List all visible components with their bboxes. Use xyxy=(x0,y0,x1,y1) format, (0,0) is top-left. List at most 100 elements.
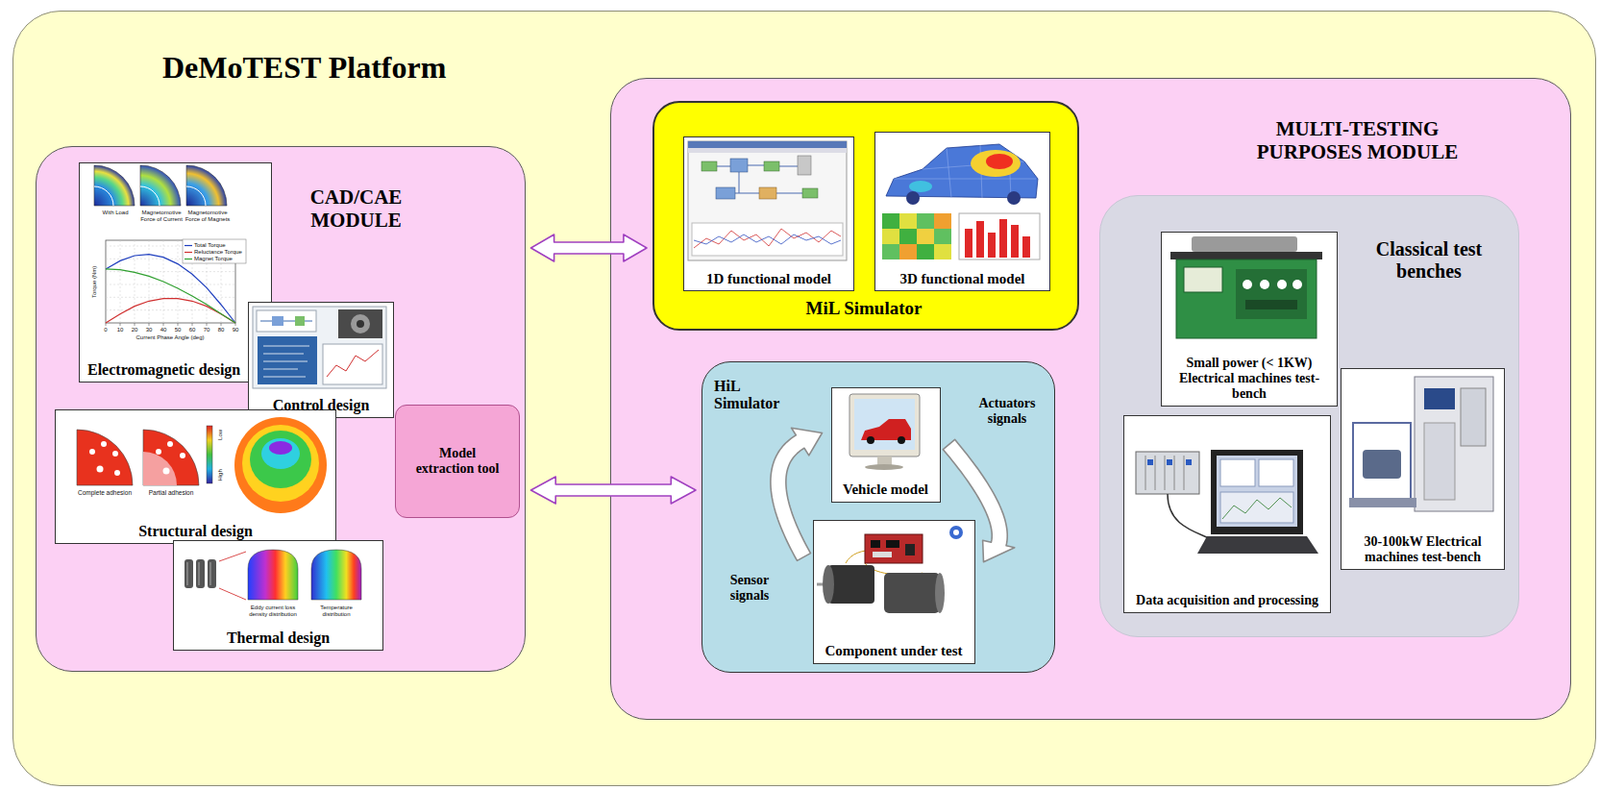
label-box: 0 xyxy=(98,326,114,334)
control-screenshot xyxy=(350,314,370,334)
monitor-figure xyxy=(849,393,920,470)
torque-chart xyxy=(184,251,193,253)
car-simulation-figure xyxy=(976,221,985,258)
data-acquisition-figure xyxy=(1145,455,1184,491)
stress-figure xyxy=(167,441,173,447)
car-simulation-figure xyxy=(1007,191,1021,205)
car-simulation-figure xyxy=(882,228,900,245)
large-test-bench-figure xyxy=(1424,422,1455,500)
label-box: 50 xyxy=(170,326,186,334)
illustration-label: 80 xyxy=(213,326,229,334)
illustration-label: Magnetomotive Force of Current xyxy=(138,209,185,223)
large-test-bench-figure xyxy=(1362,449,1402,479)
control-screenshot xyxy=(252,306,387,389)
illustration-label: 50 xyxy=(170,326,186,334)
label-box: Temperature distribution xyxy=(305,604,368,618)
box-label: Small power (< 1KW) Electrical machines … xyxy=(1161,355,1337,406)
data-acquisition-figure xyxy=(1216,455,1298,527)
component-figure xyxy=(870,540,881,548)
model-screenshot xyxy=(763,161,780,172)
car-simulation-figure xyxy=(999,219,1008,258)
box-label: 1D functional model xyxy=(684,270,854,291)
data-acquisition-figure xyxy=(1220,459,1256,487)
small-test-bench-figure xyxy=(1170,236,1323,339)
label-box: 20 xyxy=(126,326,143,334)
stress-figure xyxy=(249,430,312,489)
thermal-figure xyxy=(219,551,247,600)
car-simulation-figure xyxy=(985,153,1013,170)
group-heading: HiL Simulator xyxy=(713,377,801,414)
label-box: Eddy current loss density distribution xyxy=(242,604,304,618)
label-box: Torque (Nm) xyxy=(91,252,99,311)
motor-section-figure xyxy=(140,165,181,206)
large-test-bench-figure xyxy=(1460,388,1486,446)
label-box: 90 xyxy=(227,326,244,334)
car-simulation-figure xyxy=(934,213,952,229)
illustration-label: With Load xyxy=(92,209,139,217)
tool-box: Model extraction tool xyxy=(394,404,520,518)
model-screenshot xyxy=(688,141,847,148)
model-screenshot xyxy=(701,161,717,172)
large-test-bench-figure xyxy=(1424,388,1455,410)
component-figure xyxy=(872,551,892,558)
stress-figure xyxy=(100,441,107,447)
component-figure xyxy=(905,543,915,556)
model-screenshot xyxy=(693,234,841,245)
model-screenshot xyxy=(730,158,748,173)
signal-label: Sensor signals xyxy=(713,572,787,604)
box-label: Model extraction tool xyxy=(395,445,519,477)
car-simulation-figure xyxy=(886,144,1038,198)
stress-figure xyxy=(155,448,162,455)
car-simulation-figure xyxy=(970,149,1021,177)
large-test-bench-figure xyxy=(1414,376,1494,512)
label-box: Magnetomotive Force of Magnets xyxy=(184,209,231,223)
control-screenshot xyxy=(257,336,318,385)
label-box: Complete adhesion xyxy=(74,489,135,496)
signal-arrow xyxy=(942,439,1014,562)
car-simulation-figure xyxy=(916,244,935,260)
stress-figure xyxy=(89,448,96,455)
control-screenshot xyxy=(271,316,284,326)
monitor-figure xyxy=(866,436,875,444)
signal-label: Actuators signals xyxy=(968,395,1046,427)
car-simulation-figure xyxy=(1022,236,1031,258)
component-figure xyxy=(935,572,945,614)
illustration-label: 60 xyxy=(184,326,200,334)
label-box: 60 xyxy=(184,326,200,334)
data-acquisition-figure xyxy=(1210,449,1304,535)
data-acquisition-figure xyxy=(1135,449,1319,554)
illustration-label: Magnetomotive Force of Magnets xyxy=(184,209,231,223)
box-label: 3D functional model xyxy=(875,270,1050,291)
control-screenshot xyxy=(295,316,305,326)
component-figure xyxy=(884,572,940,614)
label-box: Reluctance Torque xyxy=(194,248,248,256)
illustration-label: 0 xyxy=(98,326,114,334)
control-screenshot xyxy=(338,309,383,339)
box-label: Structural design xyxy=(55,522,336,543)
data-acquisition-figure xyxy=(1167,493,1209,539)
car-simulation-figure xyxy=(934,228,952,245)
illustration-label: 10 xyxy=(112,326,128,334)
torque-chart xyxy=(184,245,193,247)
stress-figure xyxy=(261,438,300,469)
torque-chart xyxy=(105,322,236,326)
box-label: Control design xyxy=(248,396,394,418)
small-test-bench-figure xyxy=(1191,236,1298,252)
data-acquisition-figure xyxy=(1147,459,1154,466)
model-screenshot xyxy=(715,187,736,199)
small-test-bench-figure xyxy=(1170,251,1323,260)
box-label: Data acquisition and processing xyxy=(1124,592,1330,613)
control-screenshot xyxy=(256,310,317,332)
stress-figure xyxy=(143,451,177,486)
data-acquisition-figure xyxy=(1135,451,1200,494)
stress-figure xyxy=(97,466,104,473)
small-test-bench-figure xyxy=(1277,279,1287,290)
data-acquisition-figure xyxy=(1222,497,1292,519)
control-screenshot xyxy=(322,344,383,385)
car-simulation-figure xyxy=(964,228,973,258)
thermal-figure xyxy=(247,549,298,600)
label-box: 40 xyxy=(155,326,172,334)
label-box: Low xyxy=(217,422,224,446)
stress-figure xyxy=(242,424,320,502)
